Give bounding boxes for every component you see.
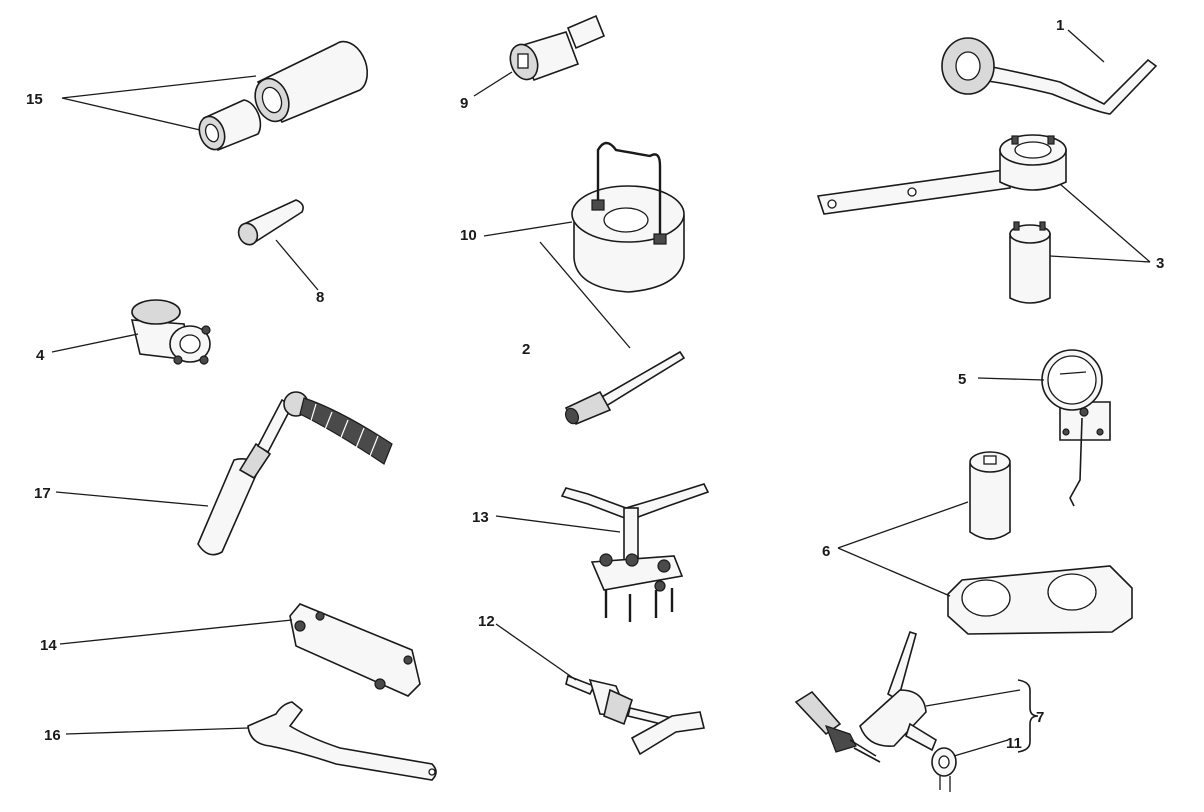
label-13: 13 (472, 509, 489, 526)
tool-4-slotted-socket (130, 299, 211, 365)
tool-11-gauge-disc (931, 747, 957, 792)
tool-1-hook-wrench (941, 37, 1158, 115)
tool-8-cone (237, 199, 304, 246)
bracket-7 (1017, 679, 1039, 753)
tool-16-hook-spanner (247, 701, 437, 781)
tool-14-plate-spanner (289, 603, 421, 697)
label-16: 16 (44, 727, 61, 744)
label-6: 6 (822, 543, 830, 560)
part-number-labels: 1 2 3 4 5 6 7 8 9 10 11 12 13 14 15 16 1… (26, 17, 1164, 752)
label-15: 15 (26, 91, 43, 108)
tool-13-puller (560, 483, 710, 622)
label-14: 14 (40, 637, 57, 654)
tool-9-adapter (509, 14, 606, 82)
tool-12-slide-hammer (565, 674, 705, 756)
tool-6-ring-spanner (947, 451, 1133, 635)
tool-2-pin-tool (564, 350, 686, 425)
label-12: 12 (478, 613, 495, 630)
tool-3-pin-wrench (816, 134, 1067, 304)
label-8: 8 (316, 289, 324, 306)
label-10: 10 (460, 227, 477, 244)
tool-7-timing-tool (794, 630, 937, 763)
label-1: 1 (1056, 17, 1064, 34)
label-4: 4 (36, 347, 45, 364)
label-11: 11 (1006, 735, 1022, 752)
label-3: 3 (1156, 255, 1164, 272)
tool-15-sockets (198, 40, 369, 152)
label-17: 17 (34, 485, 51, 502)
label-9: 9 (460, 95, 468, 112)
label-2: 2 (522, 341, 530, 358)
tool-5-dial-gauge (1041, 349, 1111, 507)
label-7: 7 (1036, 709, 1044, 726)
label-5: 5 (958, 371, 966, 388)
tool-17-ratchet (197, 391, 393, 556)
tool-10-ring-puller (571, 141, 685, 293)
leader-lines (51, 29, 1151, 757)
